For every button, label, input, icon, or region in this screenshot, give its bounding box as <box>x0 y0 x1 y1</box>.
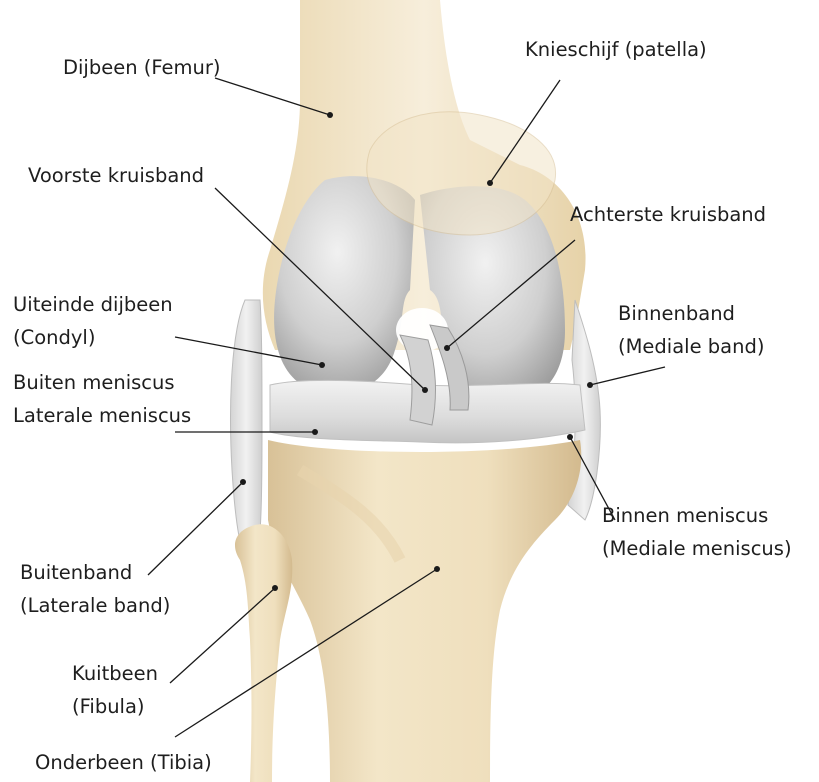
dot-femur <box>327 112 333 118</box>
label-lcl-line1: Buitenband <box>20 563 132 583</box>
fibula-shape <box>235 524 292 782</box>
label-mcl-line1: Binnenband <box>618 304 735 324</box>
label-acl: Voorste kruisband <box>28 166 204 186</box>
label-med-meniscus-line2: (Mediale meniscus) <box>602 539 792 559</box>
leader-mcl <box>590 367 665 385</box>
label-condyle-line1: Uiteinde dijbeen <box>13 295 173 315</box>
tibia-shape <box>268 440 581 782</box>
dot-lcl <box>240 479 246 485</box>
label-lat-meniscus-line2: Laterale meniscus <box>13 406 191 426</box>
dot-patella <box>487 180 493 186</box>
label-patella: Knieschijf (patella) <box>525 40 707 60</box>
label-fibula-line2: (Fibula) <box>72 697 145 717</box>
label-lcl-line2: (Laterale band) <box>20 596 170 616</box>
label-fibula-line1: Kuitbeen <box>72 664 158 684</box>
label-lat-meniscus-line1: Buiten meniscus <box>13 373 175 393</box>
dot-fibula <box>272 585 278 591</box>
label-pcl: Achterste kruisband <box>570 205 766 225</box>
label-tibia: Onderbeen (Tibia) <box>35 753 212 773</box>
label-femur: Dijbeen (Femur) <box>63 58 221 78</box>
dot-pcl <box>444 345 450 351</box>
label-med-meniscus-line1: Binnen meniscus <box>602 506 768 526</box>
dot-med-meniscus <box>567 434 573 440</box>
dot-condyle <box>319 362 325 368</box>
label-condyle-line2: (Condyl) <box>13 328 95 348</box>
dot-lat-meniscus <box>312 429 318 435</box>
dot-acl <box>422 387 428 393</box>
dot-mcl <box>587 382 593 388</box>
dot-tibia <box>434 566 440 572</box>
leader-lcl <box>148 482 243 575</box>
label-mcl-line2: (Mediale band) <box>618 337 764 357</box>
